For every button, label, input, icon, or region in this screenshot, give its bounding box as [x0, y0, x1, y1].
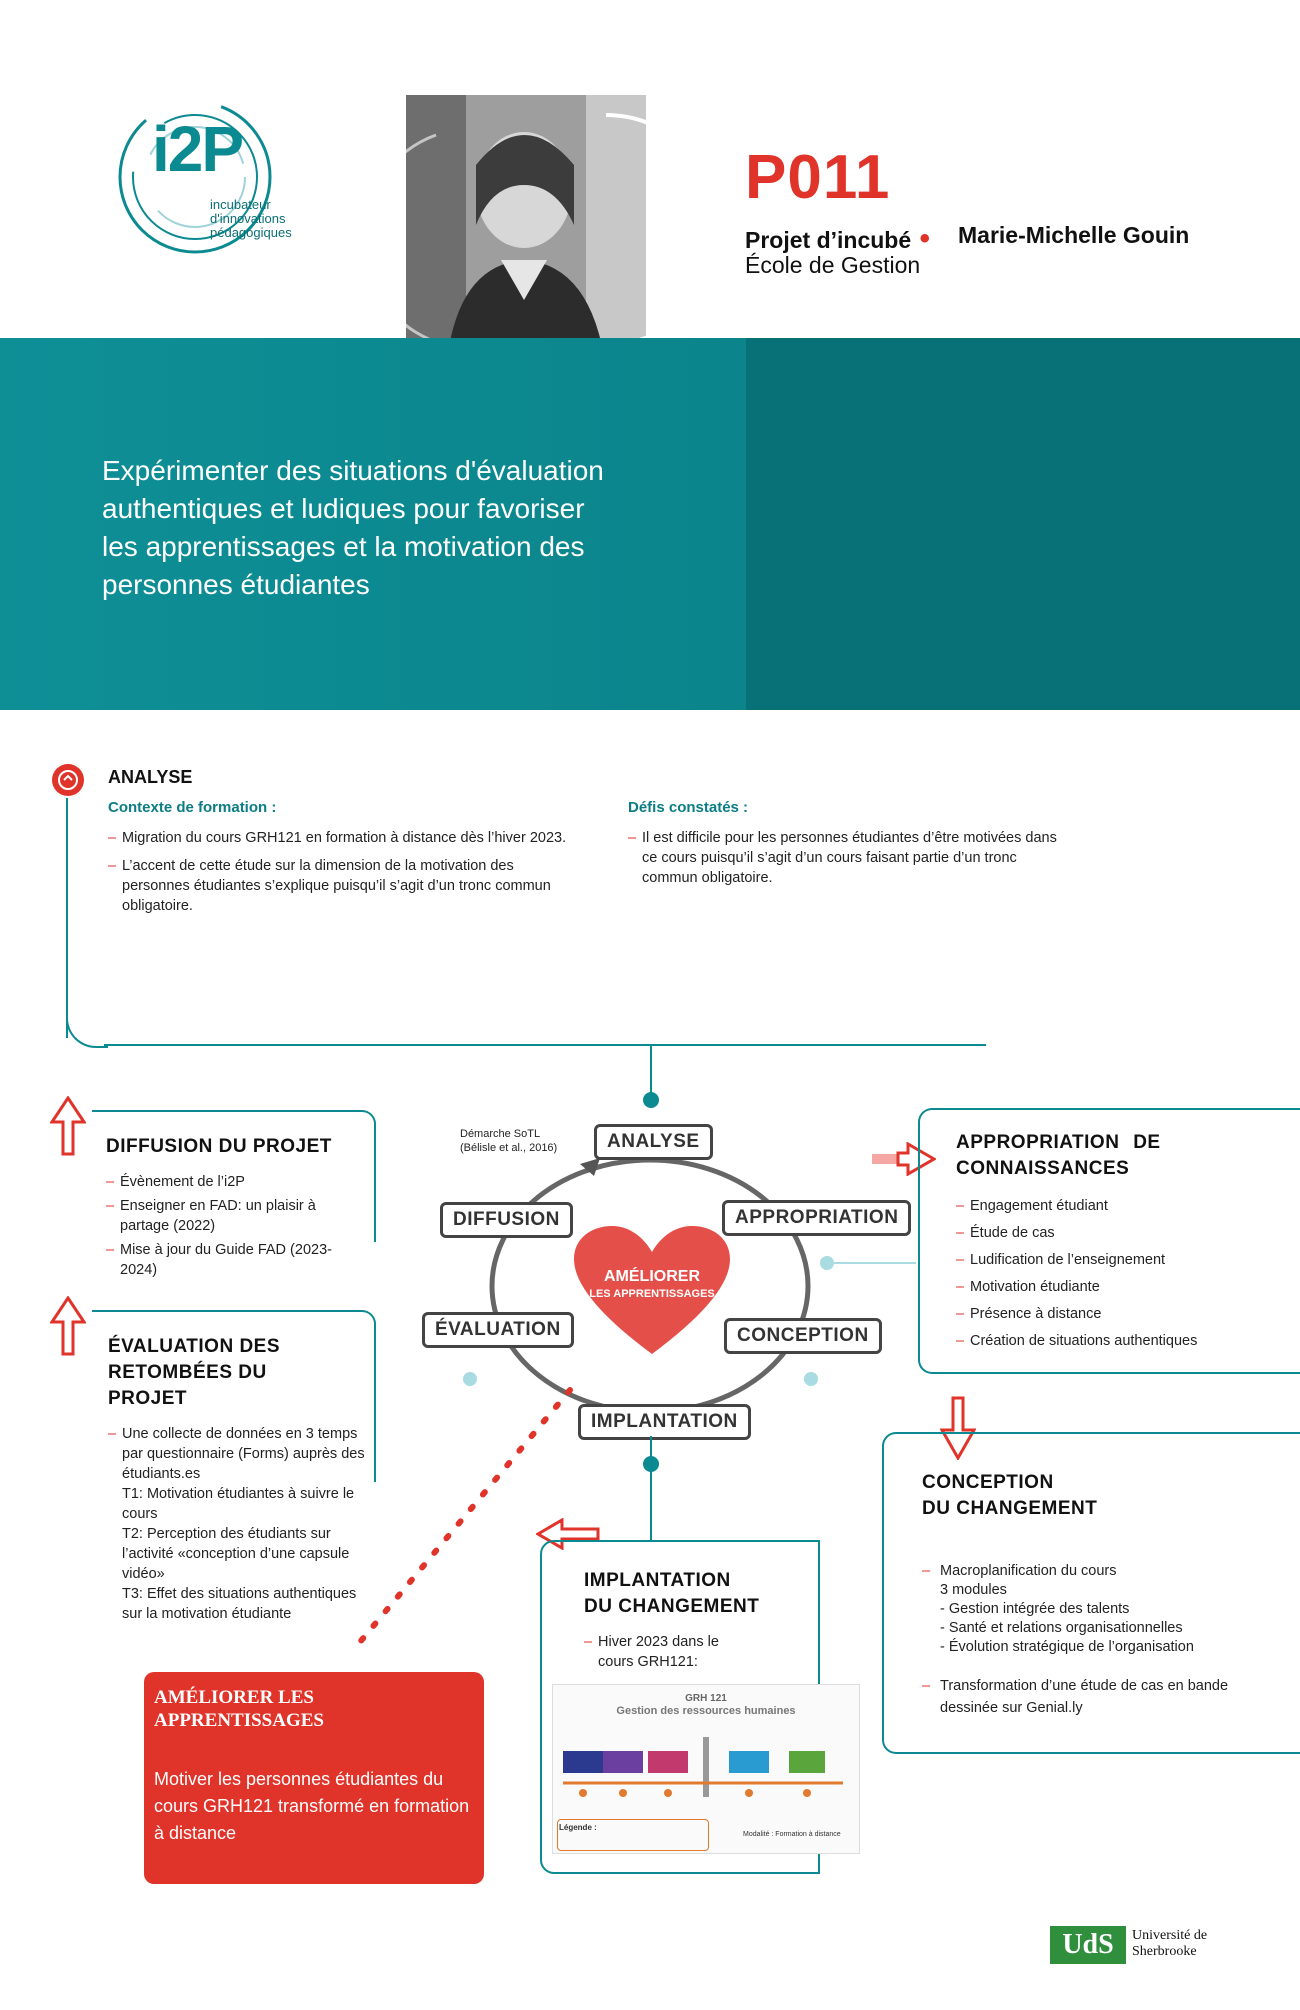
appropriation-list: Engagement étudiant Étude de cas Ludific… [956, 1196, 1216, 1351]
school-name: École de Gestion [745, 252, 921, 278]
course-map-thumbnail: GRH 121 Gestion des ressources humaines … [552, 1684, 860, 1854]
list-item: Il est difficile pour les personnes étud… [628, 828, 1068, 888]
cycle-evaluation: ÉVALUATION [422, 1312, 574, 1348]
connector-line [650, 1044, 652, 1100]
down-arrow-icon [939, 1396, 977, 1462]
analyse-title: ANALYSE [108, 767, 193, 787]
connector-dot [643, 1092, 659, 1108]
red-dot-icon: • [911, 222, 930, 255]
connector-dot [804, 1372, 818, 1386]
cycle-diffusion: DIFFUSION [440, 1202, 573, 1238]
list-item: Engagement étudiant [956, 1196, 1216, 1216]
connector-line [104, 1044, 986, 1046]
contexte-list: Migration du cours GRH121 en formation à… [108, 828, 578, 924]
uds-mark: UdS [1050, 1926, 1126, 1964]
diffusion-box [92, 1110, 376, 1242]
list-item: Hiver 2023 dans le cours GRH121: [584, 1632, 744, 1672]
connector-line [650, 1472, 652, 1542]
cycle-caption: Démarche SoTL (Bélisle et al., 2016) [460, 1128, 558, 1154]
evaluation-box [92, 1310, 376, 1482]
list-item: Ludification de l’enseignement [956, 1250, 1216, 1270]
list-item: Évènement de l’i2P [106, 1172, 356, 1192]
list-item: Transformation d’une étude de cas en ban… [922, 1675, 1240, 1719]
logo-rings-icon [118, 100, 272, 254]
portrait-image [406, 95, 646, 369]
list-item: T3: Effet des situations authentiques su… [122, 1586, 357, 1622]
legend-frame [557, 1819, 709, 1851]
list-item: Macroplanification du cours 3 modules - … [922, 1562, 1292, 1657]
connector-dot [820, 1256, 834, 1270]
list-item: Étude de cas [956, 1223, 1216, 1243]
list-item: T2: Perception des étudiants sur l’activ… [122, 1526, 350, 1582]
analyse-icon [50, 762, 86, 798]
course-map-diagram [563, 1737, 843, 1797]
appropriation-title: APPROPRIATION DE CONNAISSANCES [956, 1132, 1161, 1179]
conception-box [882, 1432, 1300, 1754]
connector-line [66, 798, 68, 1038]
implantation-title: IMPLANTATION DU CHANGEMENT [584, 1570, 760, 1617]
logo-subtitle: incubateur d'innovations pédagogiques [210, 197, 292, 240]
list-item: Présence à distance [956, 1304, 1216, 1324]
contexte-title: Contexte de formation : [108, 799, 277, 816]
up-arrow-icon [49, 1095, 87, 1156]
hero-band-right [746, 338, 1300, 710]
list-item: Une collecte de données en 3 temps par q… [108, 1424, 370, 1484]
list-item: Mise à jour du Guide FAD (2023-2024) [106, 1240, 356, 1280]
author-photo [406, 95, 646, 369]
hero-title: Expérimenter des situations d'évaluation… [102, 455, 604, 600]
diffusion-list: Évènement de l’i2P Enseigner en FAD: un … [106, 1172, 356, 1284]
cycle-implantation: IMPLANTATION [578, 1404, 751, 1440]
list-item: T1: Motivation étudiantes à suivre le co… [122, 1486, 355, 1522]
cycle-analyse: ANALYSE [594, 1124, 713, 1160]
heart-icon: AMÉLIORER LES APPRENTISSAGES [574, 1226, 730, 1356]
list-item: Motivation étudiante [956, 1277, 1216, 1297]
right-arrow-icon [872, 1141, 938, 1177]
author-name: Marie-Michelle Gouin [958, 222, 1190, 248]
i2p-logo: i2P incubateur d'innovations pédagogique… [100, 92, 310, 262]
ameliorer-title: AMÉLIORER LES APPRENTISSAGES [154, 1687, 324, 1731]
list-item: Création de situations authentiques [956, 1331, 1216, 1351]
cycle-conception: CONCEPTION [724, 1318, 882, 1354]
defis-list: Il est difficile pour les personnes étud… [628, 828, 1068, 896]
dotted-path [357, 1387, 573, 1645]
defis-title: Défis constatés : [628, 799, 749, 816]
evaluation-title: ÉVALUATION DES RETOMBÉES DU PROJET [108, 1336, 281, 1409]
implantation-list: Hiver 2023 dans le cours GRH121: [584, 1632, 744, 1680]
up-arrow-icon [49, 1295, 87, 1356]
diffusion-title: DIFFUSION DU PROJET [106, 1136, 332, 1157]
cycle-appropriation: APPROPRIATION [722, 1200, 912, 1236]
connector-line [834, 1262, 916, 1264]
univ-name: Université de Sherbrooke [1132, 1928, 1208, 1959]
conception-list: Macroplanification du cours 3 modules - … [922, 1562, 1292, 1727]
ameliorer-box: AMÉLIORER LES APPRENTISSAGES Motiver les… [144, 1672, 484, 1884]
connector-dot [643, 1456, 659, 1472]
appropriation-box [918, 1108, 1300, 1374]
conception-title: CONCEPTION DU CHANGEMENT [922, 1472, 1098, 1519]
logo-text: i2P [152, 113, 244, 185]
list-item: Enseigner en FAD: un plaisir à partage (… [106, 1196, 356, 1236]
connector-dot [463, 1372, 477, 1386]
list-item: L’accent de cette étude sur la dimension… [108, 856, 578, 916]
evaluation-list: Une collecte de données en 3 temps par q… [108, 1424, 370, 1624]
project-code: P011 [745, 143, 891, 212]
ameliorer-text: Motiver les personnes étudiantes du cour… [154, 1769, 470, 1843]
connector-curve [66, 1008, 108, 1048]
project-label: Projet d’incubé • [745, 222, 930, 255]
list-item: Migration du cours GRH121 en formation à… [108, 828, 578, 848]
